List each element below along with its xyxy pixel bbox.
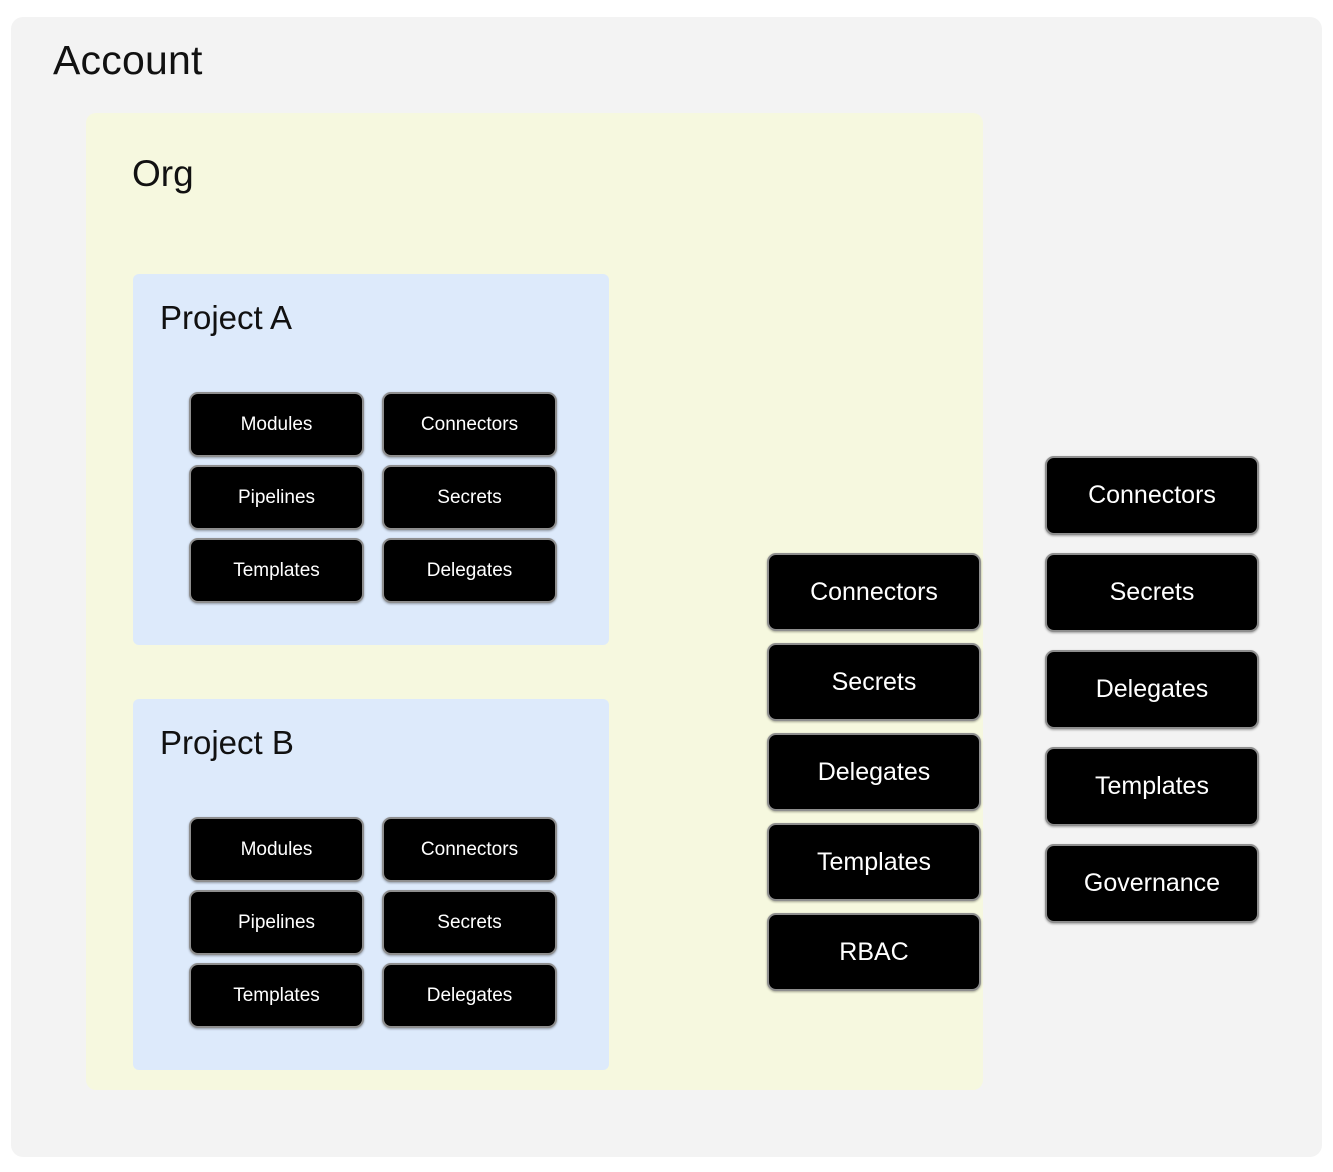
org-scope-panel: Org Project A Modules Connectors Pipelin… — [86, 113, 983, 1090]
org-resource-column: Connectors Secrets Delegates Templates R… — [767, 553, 981, 991]
account-scope-title: Account — [53, 37, 203, 83]
account-resource-connectors[interactable]: Connectors — [1045, 456, 1259, 535]
project-b-title: Project B — [160, 724, 294, 761]
project-b-resource-connectors[interactable]: Connectors — [382, 817, 557, 882]
account-scope-panel: Account Org Project A Modules Connectors… — [11, 17, 1322, 1157]
account-resource-templates[interactable]: Templates — [1045, 747, 1259, 826]
project-b-resource-modules[interactable]: Modules — [189, 817, 364, 882]
org-resource-secrets[interactable]: Secrets — [767, 643, 981, 721]
project-a-resource-pipelines[interactable]: Pipelines — [189, 465, 364, 530]
account-resource-delegates[interactable]: Delegates — [1045, 650, 1259, 729]
org-resource-connectors[interactable]: Connectors — [767, 553, 981, 631]
project-b-resource-delegates[interactable]: Delegates — [382, 963, 557, 1028]
account-resource-governance[interactable]: Governance — [1045, 844, 1259, 923]
account-resource-column: Connectors Secrets Delegates Templates G… — [1045, 456, 1259, 923]
project-a-resource-secrets[interactable]: Secrets — [382, 465, 557, 530]
org-resource-templates[interactable]: Templates — [767, 823, 981, 901]
project-a-resource-modules[interactable]: Modules — [189, 392, 364, 457]
project-b-panel: Project B Modules Connectors Pipelines S… — [133, 699, 609, 1070]
project-a-resource-grid: Modules Connectors Pipelines Secrets Tem… — [189, 392, 557, 603]
account-resource-secrets[interactable]: Secrets — [1045, 553, 1259, 632]
project-a-resource-templates[interactable]: Templates — [189, 538, 364, 603]
project-a-panel: Project A Modules Connectors Pipelines S… — [133, 274, 609, 645]
project-b-resource-templates[interactable]: Templates — [189, 963, 364, 1028]
org-resource-rbac[interactable]: RBAC — [767, 913, 981, 991]
project-b-resource-secrets[interactable]: Secrets — [382, 890, 557, 955]
project-a-resource-connectors[interactable]: Connectors — [382, 392, 557, 457]
project-a-title: Project A — [160, 299, 293, 336]
org-resource-delegates[interactable]: Delegates — [767, 733, 981, 811]
project-b-resource-pipelines[interactable]: Pipelines — [189, 890, 364, 955]
org-scope-title: Org — [132, 153, 194, 194]
project-b-resource-grid: Modules Connectors Pipelines Secrets Tem… — [189, 817, 557, 1028]
project-a-resource-delegates[interactable]: Delegates — [382, 538, 557, 603]
